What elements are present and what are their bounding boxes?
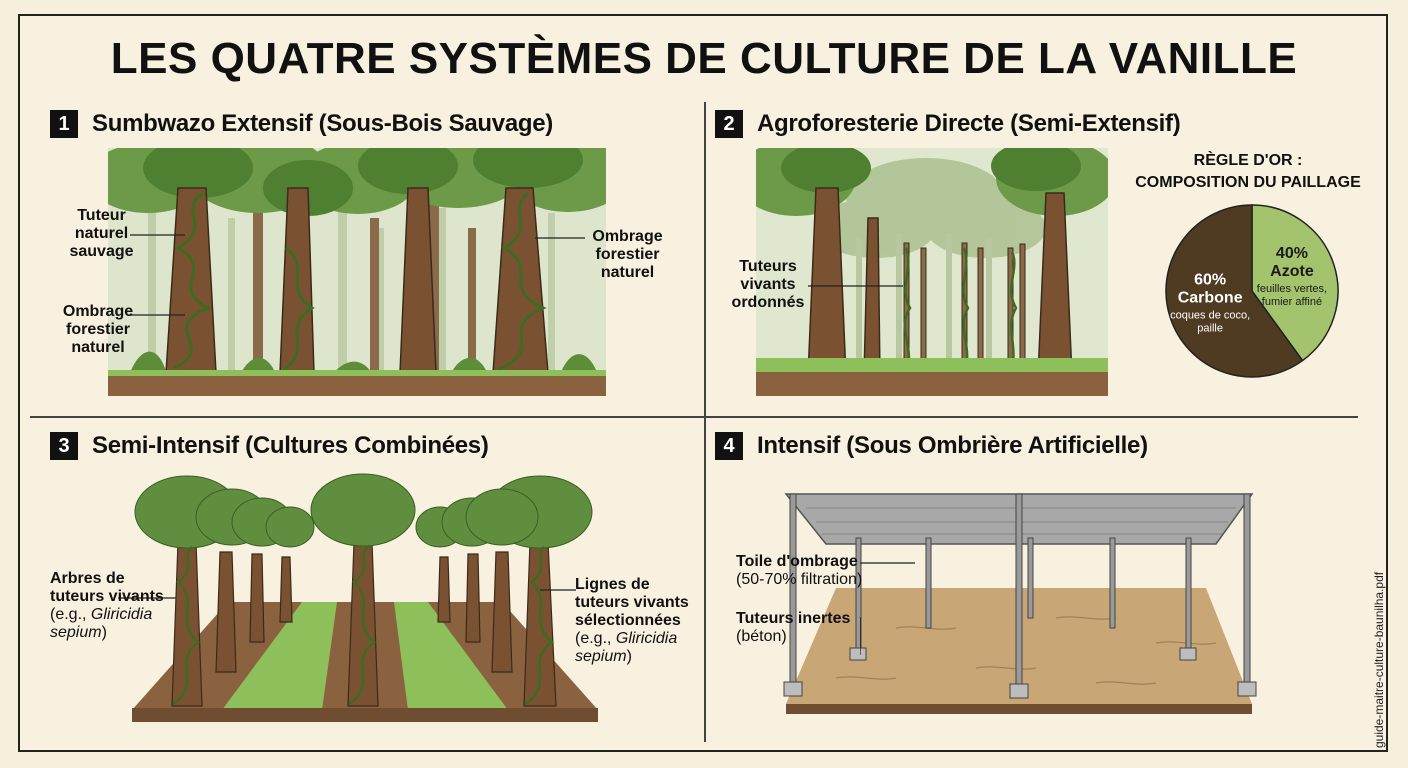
combined-crops-illustration [132, 473, 598, 722]
panel-3-left-leader [118, 597, 176, 599]
file-name-label: guide-maitre-culture-baunilha.pdf [1372, 571, 1386, 748]
panel-1-title: Sumbwazo Extensif (Sous-Bois Sauvage) [92, 110, 553, 137]
label-arbres-tuteurs-vivants: Arbres de tuteurs vivants (e.g., Glirici… [50, 570, 164, 641]
panel-4-number: 4 [715, 432, 743, 460]
pie-detail-carbone-1: paille [1197, 323, 1223, 335]
forest-understory-illustration [108, 148, 606, 396]
panel-3-header: 3 Semi-Intensif (Cultures Combinées) [50, 432, 489, 460]
pie-slice-azote [1251, 204, 1339, 362]
panel-4-leaders [860, 562, 915, 655]
pie-value-carbone: 60% [1194, 272, 1226, 289]
panel-2-header: 2 Agroforesterie Directe (Semi-Extensif) [715, 110, 1181, 138]
shade-house-illustration [783, 493, 1257, 714]
pie-detail-azote-1: fumier affiné [1262, 296, 1322, 308]
pie-detail-azote-0: feuilles vertes, [1257, 283, 1327, 295]
vertical-divider [704, 102, 706, 742]
pie-detail-carbone-0: coques de coco, [1170, 310, 1250, 322]
label-toile-ombrage: Toile d'ombrage (50-70% filtration) [736, 553, 863, 588]
panel-1-number: 1 [50, 110, 78, 138]
panel-2-title: Agroforesterie Directe (Semi-Extensif) [757, 110, 1181, 137]
panel-1-right-leader [535, 237, 585, 239]
pie-name-carbone: Carbone [1178, 290, 1243, 307]
pie-name-azote: Azote [1270, 263, 1314, 280]
horizontal-divider [30, 416, 1358, 418]
panel-1-leader-lines [130, 234, 185, 316]
panel-1-header: 1 Sumbwazo Extensif (Sous-Bois Sauvage) [50, 110, 553, 138]
panel-2-number: 2 [715, 110, 743, 138]
agroforestry-illustration [756, 148, 1108, 396]
pie-value-azote: 40% [1276, 245, 1308, 262]
pie-slice-carbone [1165, 204, 1304, 378]
panel-3-title: Semi-Intensif (Cultures Combinées) [92, 432, 489, 459]
panel-2-leader [808, 285, 903, 287]
panel-4-header: 4 Intensif (Sous Ombrière Artificielle) [715, 432, 1148, 460]
label-lignes-tuteurs-vivants: Lignes de tuteurs vivants sélectionnées … [575, 576, 689, 665]
mulch-composition-pie: 40%Azote feuilles vertes,fumier affiné 60%… [1165, 204, 1339, 378]
main-title: LES QUATRE SYSTÈMES DE CULTURE DE LA VAN… [110, 34, 1298, 83]
panel-4-title: Intensif (Sous Ombrière Artificielle) [757, 432, 1148, 459]
panel-3-number: 3 [50, 432, 78, 460]
panel-3-right-leader [540, 589, 576, 591]
label-tuteurs-inertes: Tuteurs inertes (béton) [736, 610, 851, 645]
pie-chart-title: RÈGLE D'OR :COMPOSITION DU PAILLAGE [1135, 152, 1361, 191]
